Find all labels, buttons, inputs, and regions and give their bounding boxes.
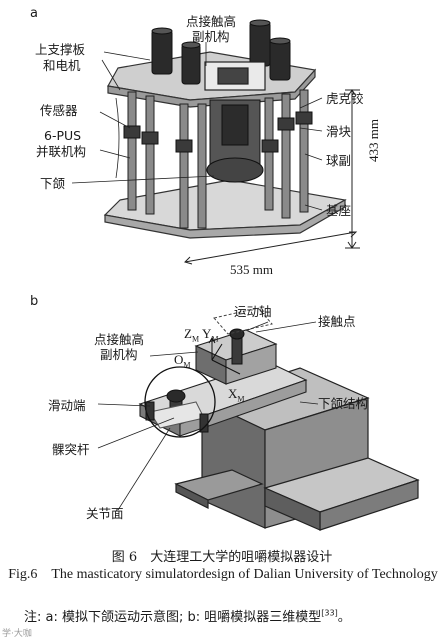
panel-b-label: b [30,294,39,309]
label-upper-plate-2: 和电机 [43,58,81,73]
label-joint-surface: 关节面 [86,506,124,521]
label-pus-1: 6-PUS [44,128,82,143]
label-sensor: 传感器 [40,103,78,118]
axis-ym: YM [202,326,219,344]
label-point-contact-b1: 点接触高 [94,332,145,347]
highlight-circle [144,366,216,438]
label-point-contact-a1: 点接触高 [186,14,237,29]
axis-xm: XM [228,386,245,404]
panel-b-leaders [97,321,319,511]
label-contact-point: 接触点 [318,314,356,329]
caption-chinese: 图 6 大连理工大学的咀嚼模拟器设计 [111,550,333,565]
label-sliding-end: 滑动端 [48,398,86,413]
dimension-width: 535 mm [230,262,273,277]
coordinate-axes [208,337,241,375]
label-mandible-structure: 下颌结构 [318,396,369,411]
caption-english: Fig.6 The masticatory simulatordesign of… [8,567,438,582]
label-point-contact-a2: 副机构 [192,29,230,44]
label-slider: 滑块 [326,124,352,139]
label-condyle-rod: 髁突杆 [52,442,90,457]
axis-om: OM [174,352,191,370]
label-base: 基座 [326,203,352,218]
axis-zm: ZM [184,326,200,344]
sliders [123,111,313,153]
contact-rod [213,307,273,365]
condyle-rod [145,389,209,433]
pus-legs [127,89,309,229]
motors [151,19,291,85]
label-upper-plate-1: 上支撑板 [35,42,86,57]
label-ball-joint: 球副 [326,153,352,168]
label-hooke-joint: 虎克铰 [326,91,364,106]
panel-a-leaders [71,42,323,211]
label-motion-axis: 运动轴 [234,304,272,319]
label-pus-2: 并联机构 [36,144,87,159]
label-mandible: 下颌 [40,176,66,191]
caption-note: 注: a: 模拟下颌运动示意图; b: 咀嚼模拟器三维模型[33]。 [24,608,351,625]
label-point-contact-b2: 副机构 [100,347,138,362]
mandible-structure [174,367,420,531]
dimension-lines [184,89,360,265]
mandible-core [206,99,264,183]
watermark-logo: 学·大咖 [2,629,32,639]
panel-a-label: a [30,6,38,21]
central-frame [204,61,266,91]
